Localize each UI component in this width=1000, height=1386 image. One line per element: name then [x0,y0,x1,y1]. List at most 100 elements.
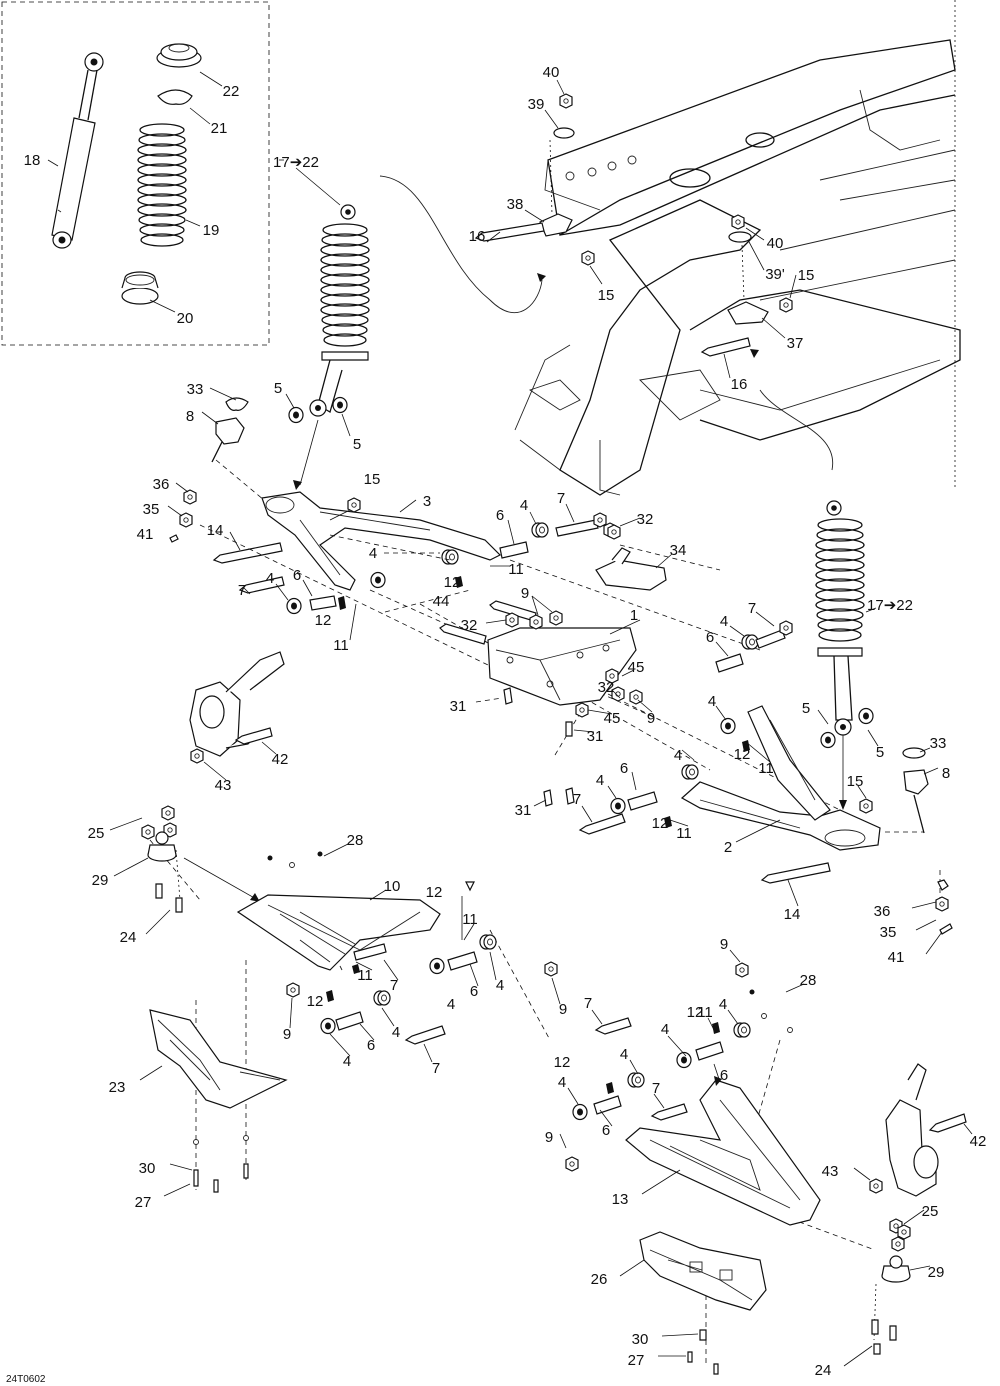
spring-cup-bottom [121,271,159,305]
part-callout: 10 [384,878,401,895]
part-callout: 4 [661,1021,669,1038]
part-callout: 7 [748,600,756,617]
part-callout: 28 [347,832,364,849]
part-callout: 11 [697,1004,713,1021]
part-callout: 11 [758,760,774,777]
part-callout: 6 [496,507,504,524]
part-callout: 9 [521,585,529,602]
part-callout: 7 [652,1080,660,1097]
part-callout: 9 [283,1026,291,1043]
part-callout: 5 [876,744,884,761]
part-callout: 30 [139,1160,156,1177]
part-callout: 4 [708,693,716,710]
part-callout: 6 [720,1067,728,1084]
part-callout: 8 [942,765,950,782]
part-callout: 25 [88,825,105,842]
part-callout: 40 [543,64,560,81]
part-callout: 6 [367,1037,375,1054]
lower-a-arm-right [578,705,953,935]
part-callout: 4 [596,772,604,789]
part-callout: 11 [508,561,524,578]
lower-a-arm-right-bottom [565,962,821,1226]
lower-ball-joint-right [871,1218,911,1355]
retainer-clip [157,89,193,105]
part-callout: 9 [559,1001,567,1018]
part-callout: 3 [423,493,431,510]
part-callout: 14 [207,522,224,539]
part-callout: 41 [137,526,154,543]
part-callout: 9 [647,710,655,727]
part-callout: 4 [558,1074,566,1091]
part-callout: 32 [461,617,478,634]
frame-hardware [379,93,834,471]
part-callout: 4 [343,1053,351,1070]
part-callout: 7 [573,791,581,808]
skid-shield-small [595,524,667,591]
part-callout: 35 [880,924,897,941]
part-callout: 31 [515,802,532,819]
coil-spring [137,123,187,247]
callout-labels: 40393816154039'15371617➔2218222119205533… [24,64,987,1379]
part-callout: 12 [444,574,461,591]
part-callout: 37 [787,335,804,352]
part-callout: 12 [554,1054,571,1071]
part-callout: 45 [604,710,621,727]
part-callout: 4 [447,996,455,1013]
part-callout: 5 [802,700,810,717]
part-callout: 40 [767,235,784,252]
part-callout: 11 [333,637,349,654]
part-callout: 4 [719,996,727,1013]
ball-joint-right [885,747,929,834]
part-callout: 17➔22 [867,597,913,614]
part-callout: 12 [315,612,332,629]
part-callout: 25 [922,1203,939,1220]
part-callout: 27 [628,1352,645,1369]
part-callout: 36 [874,903,891,920]
part-callout: 12 [652,815,669,832]
spring-seat-top [156,43,202,68]
part-callout: 8 [186,408,194,425]
part-callout: 6 [620,760,628,777]
part-callout: 5 [274,380,282,397]
part-callout: 29 [928,1264,945,1281]
part-callout: 43 [215,777,232,794]
part-callout: 33 [187,381,204,398]
part-callout: 42 [272,751,289,768]
part-callout: 11 [357,967,373,984]
part-callout: 7 [557,490,565,507]
part-callout: 35 [143,501,160,518]
part-callout: 33 [930,735,947,752]
part-callout: 11 [676,825,692,842]
part-callout: 4 [674,747,682,764]
part-callout: 32 [598,679,615,696]
part-callout: 16 [469,228,486,245]
part-callout: 16 [731,376,748,393]
part-callout: 17➔22 [273,154,319,171]
part-callout: 1 [630,607,638,624]
part-callout: 7 [584,995,592,1012]
part-callout: 12 [307,993,324,1010]
part-callout: 5 [353,436,361,453]
skid-plate-left [149,1009,288,1193]
part-callout: 39' [765,266,785,283]
lower-a-arm-left [236,851,558,1045]
part-callout: 6 [293,567,301,584]
part-callout: 29 [92,872,109,889]
part-callout: 4 [496,977,504,994]
part-callout: 4 [392,1024,400,1041]
part-callout: 9 [720,936,728,953]
steering-knuckle-right [869,1063,967,1197]
part-callout: 43 [822,1163,839,1180]
lower-ball-joint-left [141,805,260,913]
part-callout: 7 [238,582,246,599]
part-callout: 32 [637,511,654,528]
part-callout: 4 [266,570,274,587]
part-callout: 23 [109,1079,126,1096]
part-callout: 27 [135,1194,152,1211]
ball-joint-left [211,397,271,506]
part-callout: 20 [177,310,194,327]
part-callout: 28 [800,972,817,989]
shock-kit-inset [1,1,270,346]
skid-plate-right [639,1231,767,1375]
